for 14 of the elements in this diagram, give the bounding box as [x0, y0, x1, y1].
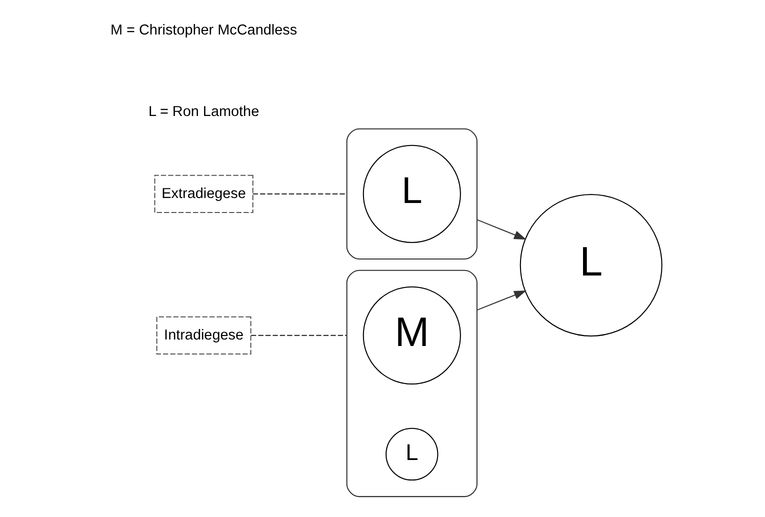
- node-box: Intradiegese: [156, 316, 251, 355]
- node-circle: L: [385, 428, 438, 481]
- cluster: [346, 270, 477, 498]
- arrow: [476, 290, 526, 311]
- label: M = Christopher McCandless: [110, 22, 297, 39]
- node-circle: L: [362, 144, 460, 243]
- node-circle: M: [362, 286, 460, 384]
- node-circle: L: [519, 194, 662, 336]
- node-box: Extradiegese: [154, 174, 253, 214]
- connector: [252, 193, 346, 194]
- cluster: [346, 128, 477, 260]
- label: L = Ron Lamothe: [148, 104, 259, 120]
- connector: [250, 334, 346, 336]
- arrow: [476, 219, 526, 240]
